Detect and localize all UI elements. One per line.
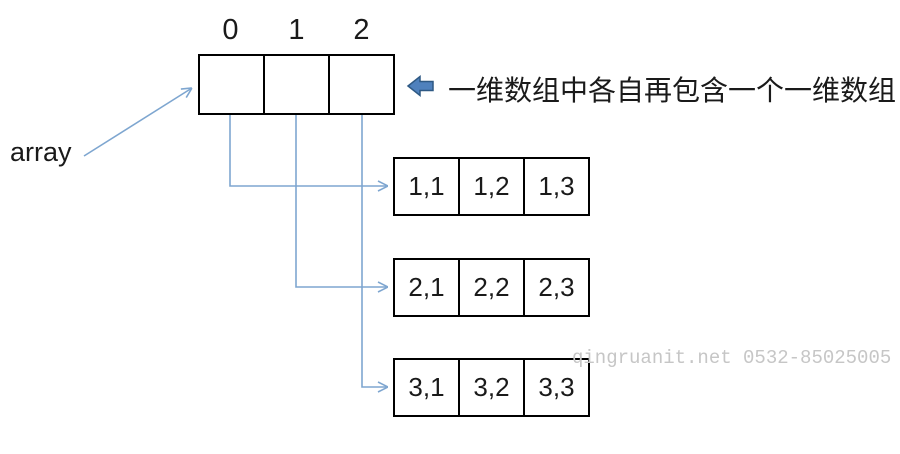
top-array-index-1: 1 [288, 14, 305, 46]
sub-array-row3-cell-1: 3,2 [458, 360, 523, 415]
sub-array-row2: 2,1 2,2 2,3 [393, 258, 590, 317]
top-array-cell-0 [200, 56, 263, 113]
top-array [198, 54, 395, 115]
connector-cell1-to-subarray2 [295, 115, 388, 287]
array-label-pointer-arrow [83, 88, 192, 157]
sub-array-row1-cell-1: 1,2 [458, 159, 523, 214]
sub-array-row1-cell-0: 1,1 [408, 171, 445, 201]
sub-array-row1: 1,1 1,2 1,3 [393, 157, 590, 216]
array-label: array [10, 137, 72, 167]
block-arrow-left-icon [406, 74, 434, 98]
sub-array-row3-cell-2: 3,3 [523, 360, 588, 415]
top-array-cell-1 [263, 56, 328, 113]
connector-cell2-to-subarray3 [361, 115, 388, 387]
watermark-text: qingruanit.net 0532-85025005 [572, 347, 892, 369]
annotation-text: 一维数组中各自再包含一个一维数组 [448, 75, 897, 106]
sub-array-row3-cell-0: 3,1 [408, 372, 445, 402]
top-array-cell-2 [328, 56, 393, 113]
sub-array-row2-cell-0: 2,1 [408, 272, 445, 302]
connector-cell0-to-subarray1 [229, 115, 388, 186]
sub-array-row2-cell-1: 2,2 [458, 260, 523, 315]
top-array-index-2: 2 [353, 14, 370, 46]
top-array-index-0: 0 [222, 14, 239, 46]
sub-array-row3: 3,1 3,2 3,3 [393, 358, 590, 417]
sub-array-row1-cell-2: 1,3 [523, 159, 588, 214]
sub-array-row2-cell-2: 2,3 [523, 260, 588, 315]
